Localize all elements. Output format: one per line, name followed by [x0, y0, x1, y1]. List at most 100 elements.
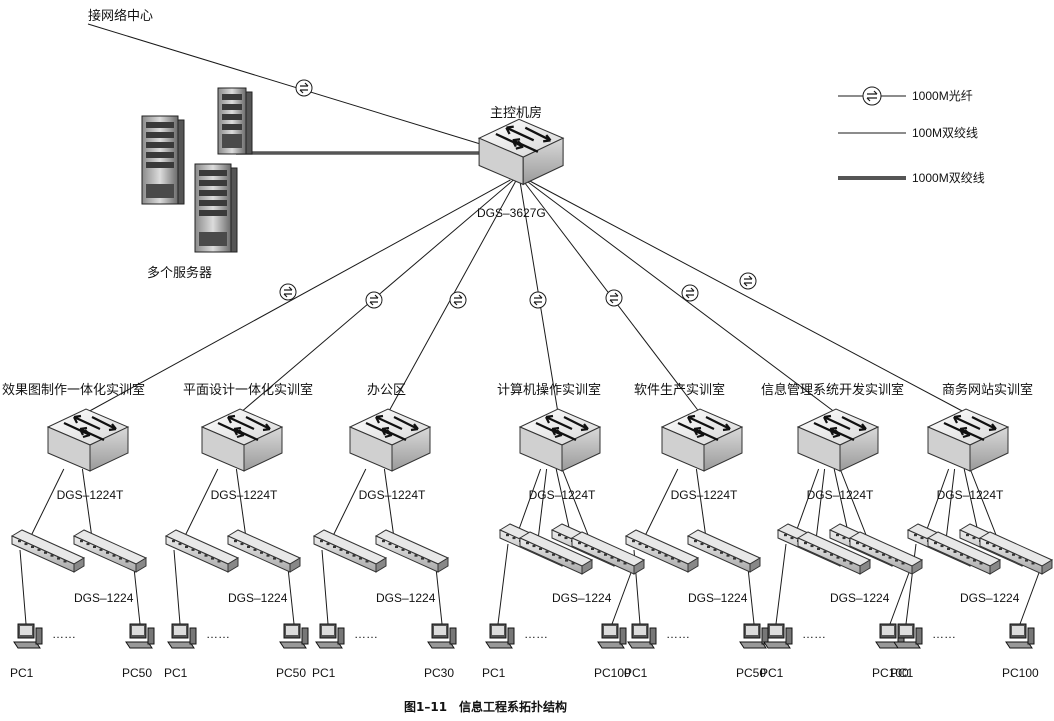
access-switch-model: DGS–1224T	[807, 488, 874, 502]
edge-switch-model: DGS–1224	[376, 591, 436, 605]
downlink-line	[555, 468, 571, 533]
legend-thin-label: 100M双绞线	[912, 125, 978, 140]
servers-label: 多个服务器	[147, 265, 212, 281]
access-switch-model: DGS–1224T	[359, 488, 426, 502]
edge-switch-icon	[624, 529, 700, 573]
pc-icon	[427, 623, 457, 649]
pc-link-line	[775, 543, 787, 625]
pc-link-line	[1019, 569, 1041, 625]
access-switch-icon	[200, 408, 284, 472]
ellipsis-label: ……	[52, 627, 76, 641]
edge-switch-icon	[978, 531, 1054, 575]
pc-icon	[167, 623, 197, 649]
last-pc-label: PC100	[872, 666, 909, 680]
first-pc-label: PC1	[760, 666, 784, 680]
access-switch-model: DGS–1224T	[671, 488, 738, 502]
fiber-marker-icon	[862, 86, 882, 106]
fiber-marker-icon	[449, 291, 467, 309]
lab-name-label: 信息管理系统开发实训室	[761, 382, 904, 398]
pc-link-line	[321, 549, 329, 625]
uplink-label: 接网络中心	[88, 8, 153, 24]
pc-link-line	[611, 569, 633, 625]
downlink-line	[183, 468, 219, 539]
downlink-line	[29, 468, 65, 539]
downlink-line	[833, 468, 849, 533]
downlink-line	[517, 468, 542, 533]
edge-switch-icon	[848, 531, 924, 575]
pc-icon	[597, 623, 627, 649]
core-switch-icon	[477, 118, 565, 186]
pc-link-line	[133, 567, 141, 625]
access-switch-model: DGS–1224T	[937, 488, 1004, 502]
edge-switch-model: DGS–1224	[960, 591, 1020, 605]
pc-icon	[763, 623, 793, 649]
ellipsis-label: ……	[354, 627, 378, 641]
downlink-line	[963, 468, 979, 533]
uplink-fiber-line	[85, 179, 511, 414]
downlink-line	[695, 468, 707, 539]
server-icon	[217, 87, 253, 155]
fiber-marker-icon	[529, 291, 547, 309]
edge-switch-icon	[226, 529, 302, 573]
pc-link-line	[19, 549, 27, 625]
server-icon	[194, 163, 238, 253]
edge-switch-icon	[570, 531, 646, 575]
uplink-fiber-line	[527, 179, 967, 414]
fiber-marker-icon	[605, 289, 623, 307]
pc-icon	[315, 623, 345, 649]
labels-layer: 接网络中心 主控机房 DGS–3627G 多个服务器 图1–11 信息工程系拓扑…	[2, 8, 1039, 714]
downlink-line	[383, 468, 395, 539]
first-pc-label: PC1	[890, 666, 914, 680]
edge-switch-icon	[926, 531, 1002, 575]
downlink-line	[969, 468, 999, 541]
pc-icon	[485, 623, 515, 649]
pc-icon	[739, 623, 769, 649]
lab-name-label: 平面设计一体化实训室	[183, 382, 313, 398]
downlink-line	[331, 468, 367, 539]
pc-icon	[13, 623, 43, 649]
figure-caption: 图1–11 信息工程系拓扑结构	[404, 699, 567, 714]
pc-link-line	[747, 567, 755, 625]
lab-name-label: 计算机操作实训室	[497, 382, 601, 398]
pc-link-line	[435, 567, 443, 625]
edge-switch-icon	[10, 529, 86, 573]
downlink-line	[815, 468, 826, 541]
legend: 1000M光纤 100M双绞线 1000M双绞线	[838, 86, 985, 185]
downlink-line	[235, 468, 247, 539]
last-pc-label: PC50	[122, 666, 152, 680]
edge-switch-model: DGS–1224	[830, 591, 890, 605]
downlink-line	[795, 468, 820, 533]
legend-fiber-label: 1000M光纤	[912, 89, 973, 103]
first-pc-label: PC1	[624, 666, 648, 680]
legend-thick-label: 1000M双绞线	[912, 170, 985, 185]
access-switch-icon	[660, 408, 744, 472]
pc-link-line	[497, 543, 509, 625]
uplink-fiber-line	[525, 179, 837, 414]
lab-name-label: 办公区	[367, 383, 406, 398]
ellipsis-label: ……	[802, 627, 826, 641]
core-switch-model: DGS–3627G	[477, 206, 546, 220]
nodes-layer	[10, 79, 1054, 649]
access-switch-icon	[518, 408, 602, 472]
access-switch-icon	[46, 408, 130, 472]
edge-switch-icon	[164, 529, 240, 573]
edge-switch-model: DGS–1224	[228, 591, 288, 605]
edge-switch-icon	[72, 529, 148, 573]
uplink-line	[87, 23, 501, 151]
access-switch-icon	[926, 408, 1010, 472]
core-room-label: 主控机房	[490, 105, 542, 121]
fiber-marker-icon	[739, 272, 757, 290]
pc-link-line	[287, 567, 295, 625]
ellipsis-label: ……	[206, 627, 230, 641]
lab-name-label: 商务网站实训室	[942, 382, 1033, 398]
downlink-line	[537, 468, 548, 541]
downlink-line	[839, 468, 869, 541]
fiber-marker-icon	[681, 284, 699, 302]
first-pc-label: PC1	[482, 666, 506, 680]
edge-switch-icon	[686, 529, 762, 573]
last-pc-label: PC30	[424, 666, 454, 680]
pc-icon	[893, 623, 923, 649]
edge-switch-model: DGS–1224	[688, 591, 748, 605]
pc-icon	[627, 623, 657, 649]
